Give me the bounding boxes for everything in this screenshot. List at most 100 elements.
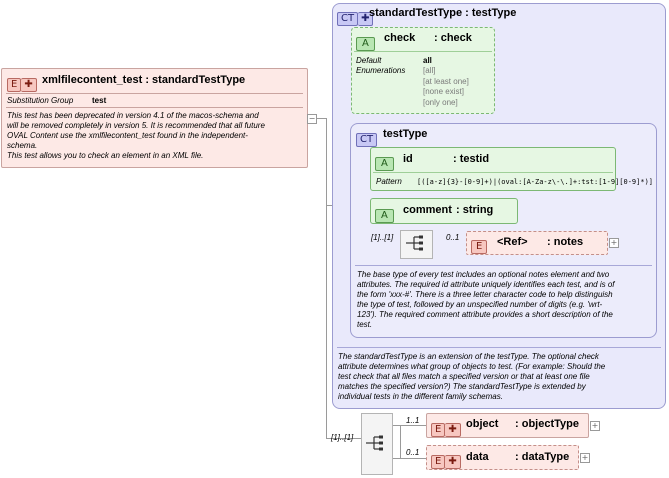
doc-line: will be removed completely in version 5.… [7, 121, 265, 130]
inner-sequence-box[interactable] [400, 230, 433, 259]
inner-sequence-cardinality: [1]..[1] [371, 233, 394, 242]
collapse-minus-icon[interactable]: − [307, 114, 317, 124]
doc-line: schema. [7, 141, 38, 150]
expand-plus-icon[interactable]: + [609, 238, 619, 248]
root-element-title: xmlfilecontent_test : standardTestType [42, 74, 245, 86]
root-element-box[interactable]: E✚ xmlfilecontent_test : standardTestTyp… [1, 68, 308, 168]
comment-attribute-header: A [375, 205, 394, 223]
test-type-doc: The base type of every test includes an … [357, 270, 614, 330]
expand-plus-icon[interactable]: + [590, 421, 600, 431]
id-pattern-value: [([a-z]{3}-[0-9]+)|(oval:[A-Za-z\-\.]+:t… [417, 178, 654, 186]
doc-line: 123'). The required comment attribute pr… [357, 310, 613, 319]
enum-item: [at least one] [423, 76, 469, 86]
outer-sequence-box[interactable] [361, 413, 393, 475]
root-element-type: standardTestType [152, 74, 246, 86]
object-cardinality: 1..1 [406, 416, 420, 425]
divider [355, 265, 652, 266]
connector-data [390, 458, 426, 459]
root-element-header: E✚ [7, 74, 37, 92]
divider [6, 107, 303, 108]
expand-plus-icon: ✚ [358, 12, 374, 26]
expand-plus-icon: ✚ [445, 455, 461, 469]
subst-group-value: test [92, 96, 107, 105]
notes-ref-type: : notes [547, 236, 584, 248]
doc-line: The standardTestType is an extension of … [338, 352, 599, 361]
check-attribute-box[interactable] [351, 27, 495, 114]
root-element-name: xmlfilecontent_test [42, 74, 143, 86]
outer-sequence-cardinality: [1]..[1] [331, 433, 354, 442]
element-icon: E [7, 78, 22, 92]
object-element-name: object [466, 418, 499, 430]
id-attribute-type: : testid [453, 153, 490, 165]
comment-attribute-box[interactable] [370, 198, 518, 224]
connector-trunk [326, 118, 327, 438]
doc-line: test. [357, 320, 373, 329]
root-element-type-sep: : [145, 74, 149, 86]
doc-line: attribute determines what group of objec… [338, 362, 606, 371]
enum-item: [all] [423, 66, 436, 75]
doc-line: attributes. The required id attribute un… [357, 280, 615, 289]
notes-ref-name: <Ref> [497, 236, 528, 248]
divider [6, 93, 303, 94]
connector-to-standard-type [326, 205, 334, 206]
expand-plus-icon: ✚ [21, 78, 37, 92]
sequence-icon [366, 435, 383, 451]
standard-test-type-header: CT✚ [337, 8, 374, 26]
object-element-header: E✚ [431, 419, 461, 437]
doc-line: matches the specified version?) The stan… [338, 382, 586, 391]
doc-line: individual tests in the different family… [338, 392, 503, 401]
subst-group-label: Substitution Group [7, 96, 74, 105]
comment-attribute-type: : string [456, 204, 494, 216]
object-element-type: : objectType [515, 418, 579, 430]
enum-item: [only one] [423, 97, 458, 107]
doc-line: OVAL Content use the xmlfilecontent_test… [7, 131, 248, 140]
test-type-title: testType [383, 128, 428, 140]
comment-attribute-name: comment [403, 204, 452, 216]
doc-line: test check that all files match a specif… [338, 372, 590, 381]
check-attribute-header: A [356, 33, 375, 51]
attribute-icon: A [356, 37, 375, 51]
divider [337, 347, 661, 348]
notes-cardinality: 0..1 [446, 233, 460, 242]
data-cardinality: 0..1 [406, 448, 420, 457]
connector-object [390, 425, 426, 426]
check-default-value: all [423, 56, 432, 65]
attribute-icon: A [375, 209, 394, 223]
connector-root-to-tree [316, 118, 326, 119]
data-element-name: data [466, 451, 489, 463]
complex-type-icon: CT [337, 12, 359, 26]
attribute-icon: A [375, 157, 394, 171]
test-type-header: CT [356, 129, 378, 147]
element-icon: E [431, 455, 446, 469]
id-attribute-name: id [403, 153, 413, 165]
divider [354, 51, 492, 52]
doc-line: This test allows you to check an element… [7, 151, 204, 160]
check-enum-list: [all] [at least one] [none exist] [only … [423, 66, 469, 108]
check-enum-label: Enumerations [356, 66, 406, 75]
check-default-label: Default [356, 56, 382, 65]
id-pattern-label: Pattern [376, 177, 402, 186]
id-attribute-header: A [375, 153, 394, 171]
element-icon: E [471, 240, 488, 254]
doc-line: This test has been deprecated in version… [7, 111, 259, 120]
connector-outer-seq-trunk [400, 425, 401, 458]
data-element-type: : dataType [515, 451, 570, 463]
expand-plus-icon[interactable]: + [580, 453, 590, 463]
doc-line: The base type of every test includes an … [357, 270, 610, 279]
data-element-header: E✚ [431, 451, 461, 469]
enum-item: [none exist] [423, 87, 464, 96]
notes-ref-box[interactable] [466, 231, 608, 255]
check-attribute-name: check [384, 32, 416, 44]
complex-type-icon: CT [356, 133, 378, 147]
doc-line: the form 'xxx-#'. There is a three lette… [357, 290, 613, 299]
element-icon: E [431, 423, 446, 437]
expand-plus-icon: ✚ [445, 423, 461, 437]
standard-test-type-title: standardTestType : testType [369, 7, 517, 19]
doc-line: the type of test, followed by an unspeci… [357, 300, 603, 309]
standard-test-type-doc: The standardTestType is an extension of … [338, 352, 605, 402]
root-element-doc: This test has been deprecated in version… [7, 111, 265, 161]
notes-ref-header: E [471, 236, 488, 254]
connector-to-outer-seq [326, 438, 362, 439]
id-attribute-box[interactable] [370, 147, 616, 191]
divider [373, 172, 613, 173]
